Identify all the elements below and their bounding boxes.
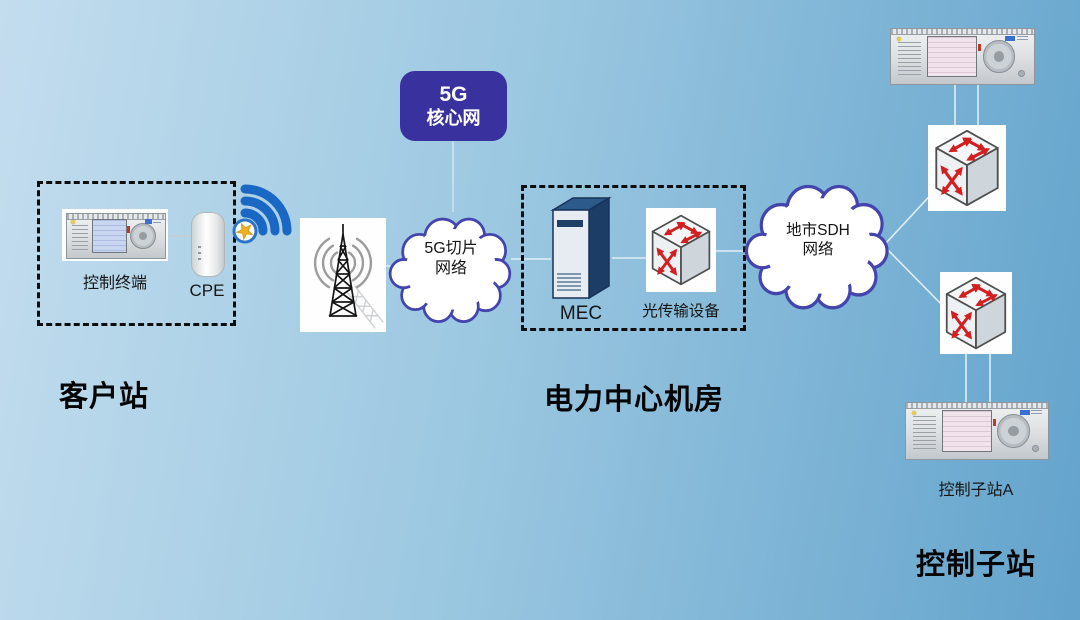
wifi-signal-icon [232, 184, 292, 244]
device-screen [941, 409, 992, 453]
slice-cloud-label: 5G切片 网络 [424, 240, 478, 277]
substation-device-top-icon [890, 28, 1035, 85]
led-column [898, 42, 922, 77]
optical-switch-label: 光传输设备 [642, 303, 720, 320]
led-icon [911, 410, 916, 415]
device-screen [91, 219, 127, 253]
brand-logo [1005, 35, 1016, 41]
radio-tower-icon [313, 224, 384, 329]
brand-text [1016, 35, 1029, 41]
keypad-icon [996, 414, 1031, 448]
core-network-line2: 核心网 [426, 107, 481, 128]
led-icon [70, 220, 75, 225]
cpe-label: CPE [189, 281, 225, 300]
optical-switch-icon [648, 210, 714, 290]
star-icon [235, 222, 254, 241]
substation-title: 控制子站 [916, 549, 1037, 581]
terminal-label: 控制终端 [82, 275, 147, 292]
mec-server-icon [550, 196, 612, 300]
mec-label: MEC [559, 303, 603, 324]
panel-knob [1032, 444, 1040, 452]
sdh-cloud-label: 地市SDH 网络 [786, 222, 850, 259]
power-room-box [521, 185, 746, 331]
led-column [913, 416, 936, 452]
substation-a-label: 控制子站A [938, 482, 1014, 499]
cpe-device-icon [191, 212, 225, 277]
red-indicator [126, 226, 130, 234]
red-indicator [978, 44, 982, 52]
sdh-switch-bottom-icon [942, 274, 1010, 352]
substation-device-a-icon [905, 402, 1049, 460]
brand-logo [145, 219, 153, 225]
customer-station-title: 客户站 [59, 381, 150, 413]
keypad-icon [982, 40, 1016, 73]
core-network-line1: 5G [439, 83, 468, 107]
core-network-box: 5G 核心网 [400, 71, 507, 141]
rack-rail [906, 403, 1048, 409]
rack-rail [891, 29, 1034, 35]
led-icon [896, 36, 901, 41]
power-room-title: 电力中心机房 [544, 384, 725, 416]
panel-knob [1018, 69, 1026, 77]
device-screen [926, 35, 978, 78]
brand-text [153, 219, 162, 225]
brand-text [1030, 409, 1043, 415]
control-terminal-device-icon [66, 213, 166, 259]
sdh-switch-top-icon [931, 128, 1003, 208]
customer-station-box [37, 181, 236, 326]
keypad-icon [129, 222, 157, 250]
led-column [71, 224, 88, 252]
red-indicator [992, 418, 996, 426]
brand-logo [1019, 409, 1030, 415]
